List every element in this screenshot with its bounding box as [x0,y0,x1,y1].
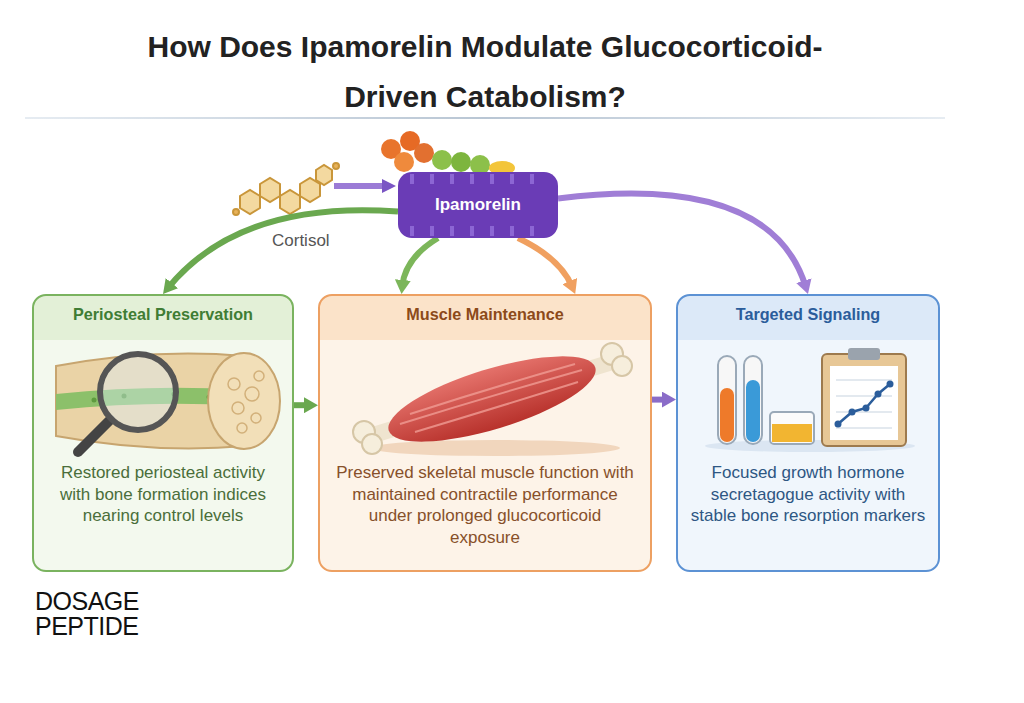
drawing-part [612,356,632,376]
outcome-box: Targeted SignalingFocused growth hormone… [676,294,940,572]
drawing-part [718,356,736,444]
drawing-part [836,412,892,413]
drawing-part [228,371,264,433]
drawing-part [260,178,280,202]
drawing-part [746,380,760,442]
drawing-part [232,402,244,414]
drawing-part [836,380,892,428]
drawing-part [863,405,870,412]
drawing-part [394,152,414,172]
drawing-part [510,174,514,184]
drawing-part [848,348,880,360]
drawing-part [362,434,382,454]
drawing-part [398,172,558,238]
drawing-part [233,209,239,215]
cortisol-arrow [334,183,388,189]
drawing-part [530,174,534,184]
drawing-part [836,396,892,397]
drawing-part [100,354,176,430]
drawing-part [208,353,280,449]
drawing-part [530,226,534,236]
drawing-part [280,190,300,214]
flow-arrow [168,210,398,288]
drawing-part [838,384,890,424]
box-heading: Targeted Signaling [678,305,938,324]
drawing-part [240,190,260,214]
drawing-part [836,428,892,429]
drawing-part [78,420,110,452]
drawing-part [245,387,259,401]
outcome-box: Muscle MaintenancePreserved skeletal mus… [318,294,652,572]
drawing-part [835,421,842,428]
drawing-part [830,366,898,440]
drawing-part [92,398,97,403]
drawing-part [450,226,454,236]
drawing-part [410,174,414,184]
drawing-part [451,152,471,172]
drawing-part [412,174,532,236]
drawing-part [770,412,814,444]
title-rule [25,117,945,119]
flow-arrow [402,238,438,286]
box-body: Focused growth hormone secretagogue acti… [690,462,926,527]
drawing-part [470,174,474,184]
drawing-part [835,381,894,428]
drawing-part [254,371,264,381]
box-heading: Muscle Maintenance [320,305,650,324]
drawing-part [251,413,261,423]
drawing-part [510,226,514,236]
drawing-part [237,423,247,433]
drawing-part [410,364,575,414]
drawing-part [228,378,240,390]
cortisol-molecule [233,163,339,215]
watermark: PEPTIDE [35,614,138,639]
drawing-part [400,364,582,432]
drawing-part [887,381,894,388]
drawing-part [430,174,434,184]
receptor-node: Ipamorelin [398,172,558,238]
drawing-part [400,370,582,424]
box-heading: Periosteal Preservation [34,305,292,324]
drawing-part [414,143,434,163]
drawing-part [849,409,856,416]
drawing-part [875,391,882,398]
flow-arrow [518,238,572,287]
box-body: Restored periosteal activity with bone f… [46,462,280,527]
outcome-box: Periosteal PreservationRestored perioste… [32,294,294,572]
lab-chart-illustration [678,296,942,574]
drawing-part [836,380,892,381]
molecule-label: Cortisol [272,232,330,249]
watermark: DOSAGE [35,589,139,614]
drawing-part [430,226,434,236]
box-body: Preserved skeletal muscle function with … [332,462,638,548]
drawing-part [470,226,474,236]
flow-arrow [652,397,668,403]
drawing-part [490,226,494,236]
drawing-part [370,440,620,456]
flow-arrow [294,402,310,408]
drawing-part [333,163,339,169]
bone-magnifier-illustration [34,296,296,574]
drawing-part [772,424,812,442]
drawing-part [316,165,332,185]
drawing-part [380,339,604,460]
flow-arrow [558,193,806,286]
drawing-part [720,388,734,442]
drawing-part [415,382,578,432]
drawing-part [450,174,454,184]
drawing-part [744,356,762,444]
ligand-beads [381,131,515,175]
drawing-part [490,174,494,184]
drawing-part [410,226,414,236]
node-label: Ipamorelin [435,195,521,215]
drawing-part [432,150,452,170]
drawing-part [822,354,906,446]
diagram-title: How Does Ipamorelin Modulate Glucocortic… [115,22,855,122]
